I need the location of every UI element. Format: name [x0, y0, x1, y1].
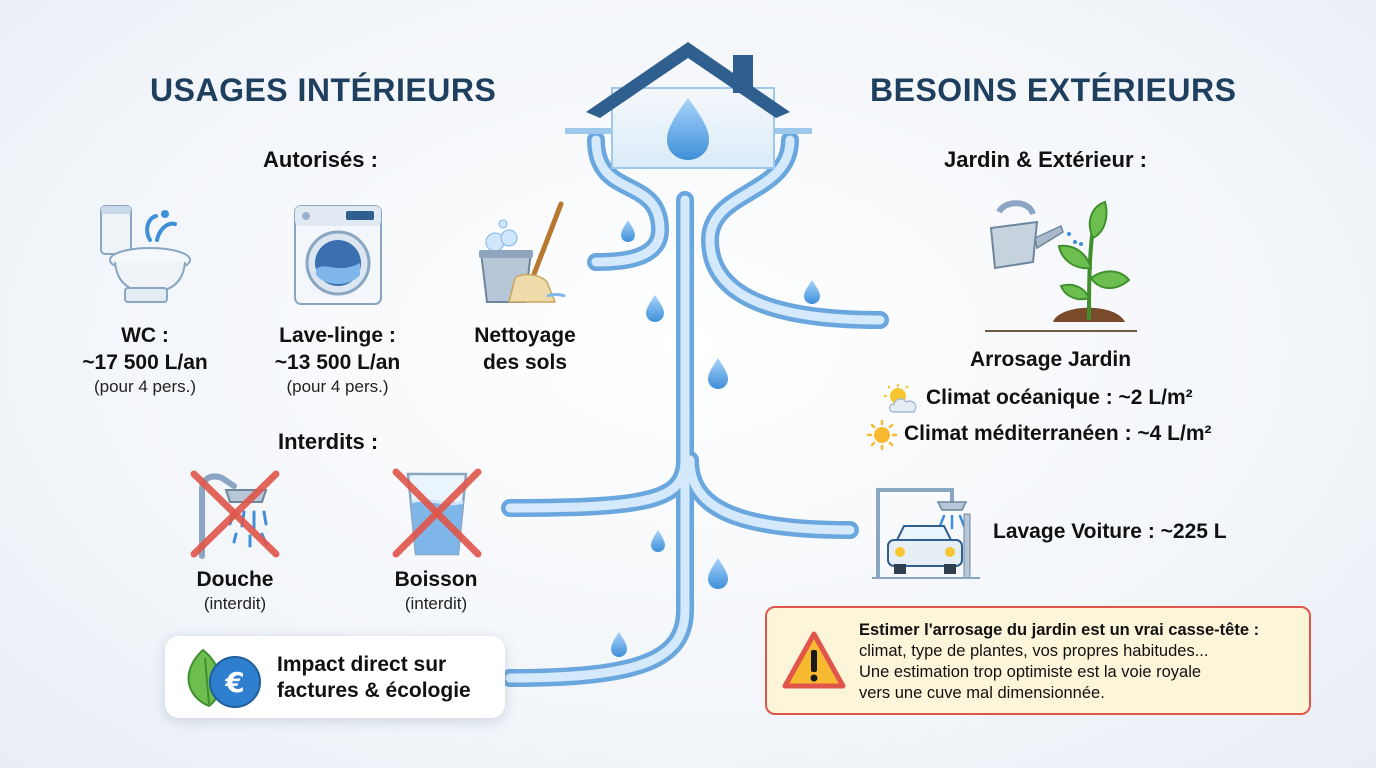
water-droplets	[611, 220, 820, 657]
car-wash-icon	[872, 488, 980, 579]
watering-plant-icon	[985, 200, 1137, 332]
car-wash-label: Lavage Voiture : ~225 L	[993, 520, 1227, 543]
forbidden-heading: Interdits :	[278, 429, 379, 454]
garden-heading: Jardin & Extérieur :	[944, 147, 1147, 172]
shower-label: Douche (interdit)	[196, 568, 274, 613]
impact-card: € Impact direct sur factures & écologie	[165, 636, 505, 718]
warning-box: Estimer l'arrosage du jardin est un vrai…	[765, 606, 1311, 715]
sun-cloud-icon	[884, 384, 917, 413]
impact-text: Impact direct sur factures & écologie	[277, 653, 471, 702]
leaf-euro-icon: €	[187, 648, 261, 708]
sun-icon	[866, 420, 898, 450]
house-icon	[565, 42, 812, 169]
bucket-mop-icon	[479, 201, 566, 303]
garden-watering-label: Arrosage Jardin	[970, 348, 1132, 371]
outdoor-needs-title: BESOINS EXTÉRIEURS	[870, 72, 1237, 108]
allowed-heading: Autorisés :	[263, 147, 378, 172]
washing-machine-label: Lave-linge : ~13 500 L/an (pour 4 pers.)	[274, 324, 401, 396]
warning-text: Estimer l'arrosage du jardin est un vrai…	[859, 621, 1260, 702]
washing-machine-icon	[294, 205, 382, 305]
glass-crossed-icon	[392, 468, 482, 558]
svg-text:€: €	[224, 666, 244, 699]
warning-icon	[782, 631, 846, 689]
toilet-icon	[100, 205, 191, 303]
shower-crossed-icon	[190, 470, 280, 559]
wc-label: WC : ~17 500 L/an (pour 4 pers.)	[82, 324, 208, 396]
indoor-uses-title: USAGES INTÉRIEURS	[150, 72, 497, 108]
floor-cleaning-label: Nettoyage des sols	[474, 324, 576, 374]
drink-label: Boisson (interdit)	[394, 568, 478, 613]
